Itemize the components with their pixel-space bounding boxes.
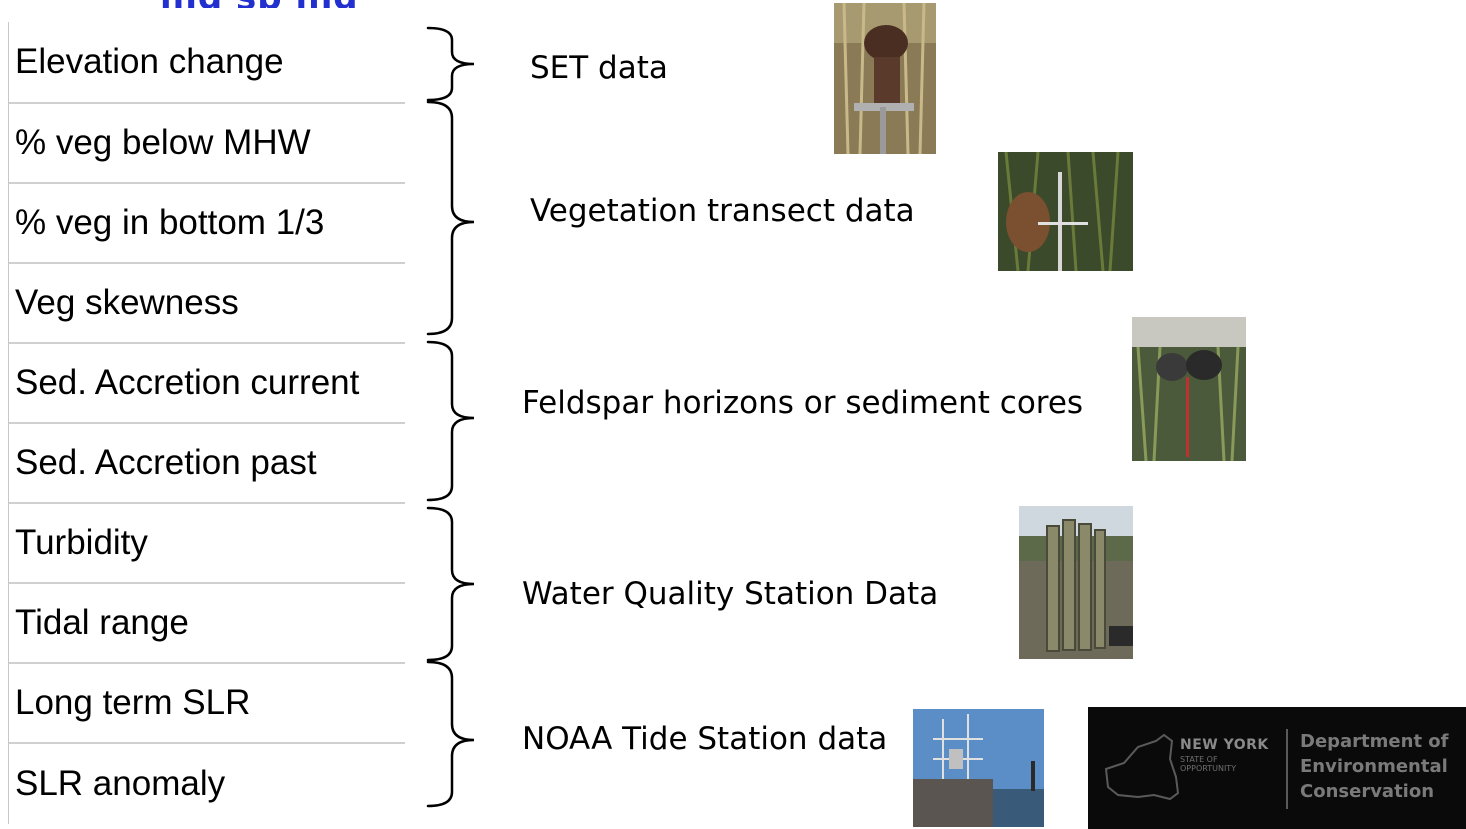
- source-label-noaa: NOAA Tide Station data: [522, 721, 888, 757]
- metric-label: Long term SLR: [15, 683, 251, 722]
- metric-row: Tidal range: [9, 584, 405, 664]
- metric-label: % veg in bottom 1/3: [15, 203, 325, 242]
- source-label-water-quality: Water Quality Station Data: [522, 576, 939, 612]
- noaa-tide-photo: [913, 709, 1044, 827]
- metric-row: Sed. Accretion past: [9, 424, 405, 504]
- metric-row: % veg in bottom 1/3: [9, 184, 405, 264]
- metric-table: Elevation change % veg below MHW % veg i…: [8, 22, 405, 824]
- logo-department-name: Department of Environmental Conservation: [1300, 729, 1466, 804]
- water-quality-photo: [1019, 506, 1133, 659]
- metric-row: SLR anomaly: [9, 744, 405, 824]
- metric-row: Sed. Accretion current: [9, 344, 405, 424]
- feldspar-photo: [1132, 317, 1246, 461]
- new-york-state-outline-icon: [1104, 733, 1180, 801]
- metric-label: Tidal range: [15, 603, 189, 642]
- metric-label: % veg below MHW: [15, 123, 311, 162]
- metric-label: Veg skewness: [15, 283, 239, 322]
- source-label-vegetation: Vegetation transect data: [530, 193, 915, 229]
- metric-label: SLR anomaly: [15, 764, 226, 803]
- brace-set: [426, 26, 475, 102]
- vegetation-photo: [998, 152, 1133, 271]
- brace-vegetation: [426, 100, 475, 336]
- logo-state-name: NEW YORK: [1180, 737, 1269, 753]
- logo-state-tagline: STATE OF OPPORTUNITY: [1180, 755, 1237, 773]
- metric-row: Long term SLR: [9, 664, 405, 744]
- metric-row: % veg below MHW: [9, 104, 405, 184]
- metric-label: Sed. Accretion past: [15, 443, 317, 482]
- brace-feldspar: [426, 340, 475, 502]
- logo-dept-line: Environmental: [1300, 756, 1448, 777]
- metric-label: Sed. Accretion current: [15, 363, 360, 402]
- logo-dept-line: Department of: [1300, 731, 1449, 752]
- brace-noaa: [426, 660, 475, 808]
- source-label-feldspar: Feldspar horizons or sediment cores: [522, 385, 1084, 421]
- slide-title-text: ing sp ing: [160, 0, 359, 8]
- brace-water-quality: [426, 506, 475, 662]
- set-photo: [834, 3, 936, 154]
- nys-dec-logo: NEW YORK STATE OF OPPORTUNITY Department…: [1088, 707, 1466, 829]
- logo-divider: [1286, 729, 1288, 809]
- metric-label: Turbidity: [15, 523, 148, 562]
- logo-dept-line: Conservation: [1300, 781, 1435, 802]
- metric-row: Turbidity: [9, 504, 405, 584]
- source-label-set: SET data: [530, 50, 668, 86]
- metric-row: Elevation change: [9, 22, 405, 104]
- metric-label: Elevation change: [15, 42, 284, 81]
- slide-title: ing sp ing: [160, 0, 720, 8]
- metric-row: Veg skewness: [9, 264, 405, 344]
